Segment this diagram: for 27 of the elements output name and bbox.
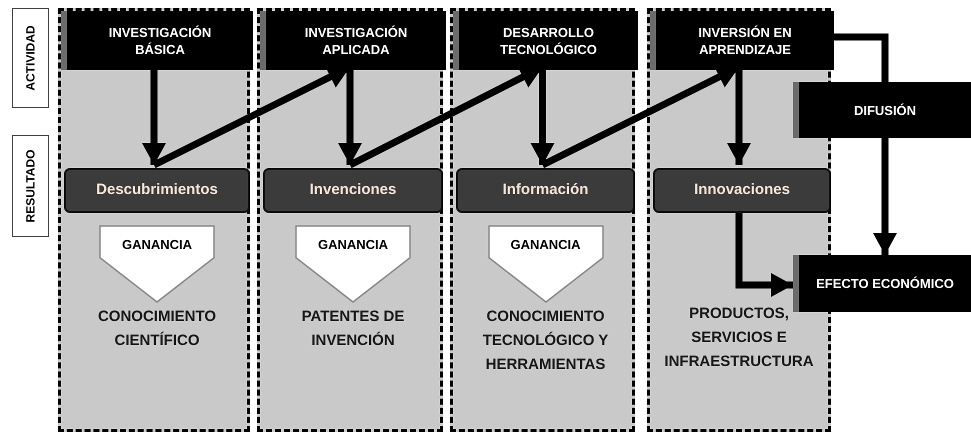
gain-pentagon: GANANCIA — [295, 225, 411, 303]
result-box: Invenciones — [263, 168, 443, 213]
result-box: Información — [456, 168, 635, 213]
outcome-text: PATENTES DE INVENCIÓN — [300, 307, 406, 351]
arrow — [727, 67, 751, 165]
activity-box: DESARROLLO TECNOLÓGICO — [453, 11, 638, 70]
activity-box: INVERSIÓN EN APRENDIZAJE — [650, 11, 834, 70]
activity-box: INVESTIGACIÓN APLICADA — [260, 11, 446, 70]
row-label-box: RESULTADO — [12, 135, 49, 237]
result-box: Descubrimientos — [64, 168, 250, 213]
outcome-text: CONOCIMIENTO TECNOLÓGICO Y HERRAMIENTAS — [482, 307, 610, 375]
dashed-panel — [58, 8, 250, 432]
gain-pentagon: GANANCIA — [488, 225, 604, 303]
row-label-box: ACTIVIDAD — [12, 8, 49, 108]
arrow — [530, 67, 554, 165]
result-box: Innovaciones — [653, 168, 831, 213]
gain-pentagon: GANANCIA — [99, 225, 215, 303]
arrow — [873, 138, 897, 255]
arrow — [338, 67, 362, 165]
dashed-panel — [257, 8, 443, 432]
arrow — [142, 67, 166, 165]
activity-box: DIFUSIÓN — [793, 82, 971, 138]
dashed-panel — [450, 8, 635, 432]
activity-box: EFECTO ECONÓMICO — [793, 255, 971, 312]
arrow — [736, 210, 793, 297]
activity-box: INVESTIGACIÓN BÁSICA — [61, 11, 253, 70]
outcome-text: CONOCIMIENTO CIENTÍFICO — [96, 307, 218, 351]
